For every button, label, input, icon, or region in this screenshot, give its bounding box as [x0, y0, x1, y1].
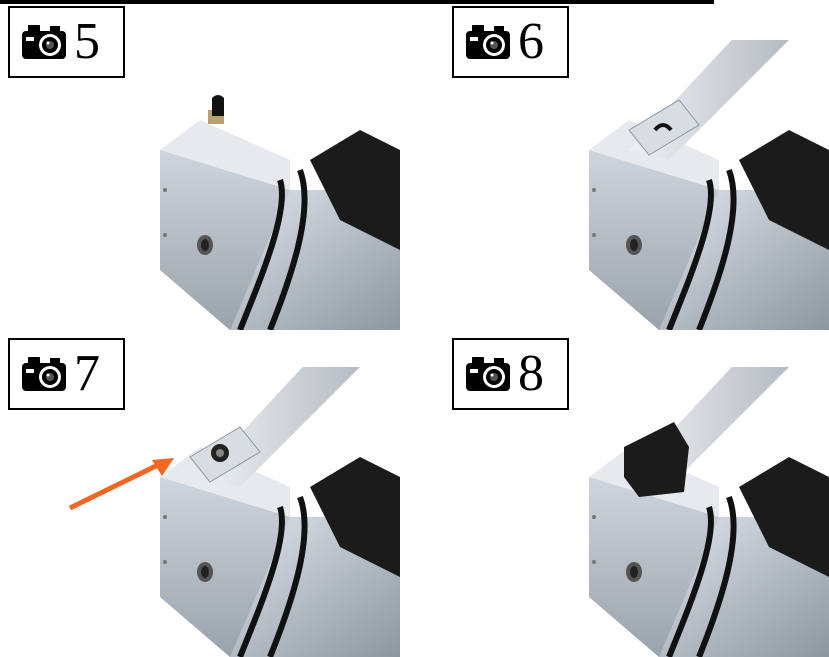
- top-rule: [0, 0, 714, 4]
- step-label-6: 6: [452, 6, 569, 78]
- assembly-photo-step-5: [140, 95, 400, 330]
- step-number: 8: [518, 345, 544, 402]
- orange-arrow-icon: [68, 458, 174, 511]
- assembly-photo-step-8: [569, 367, 829, 657]
- step-label-8: 8: [452, 338, 569, 410]
- camera-icon: [20, 353, 68, 395]
- step-number: 6: [518, 13, 544, 70]
- assembly-photo-step-6: [569, 40, 829, 330]
- assembly-photo-step-7: [140, 367, 400, 657]
- step-number: 5: [74, 13, 100, 70]
- camera-icon: [464, 353, 512, 395]
- camera-icon: [464, 21, 512, 63]
- step-label-5: 5: [8, 6, 125, 78]
- step-number: 7: [74, 345, 100, 402]
- camera-icon: [20, 21, 68, 63]
- step-label-7: 7: [8, 338, 125, 410]
